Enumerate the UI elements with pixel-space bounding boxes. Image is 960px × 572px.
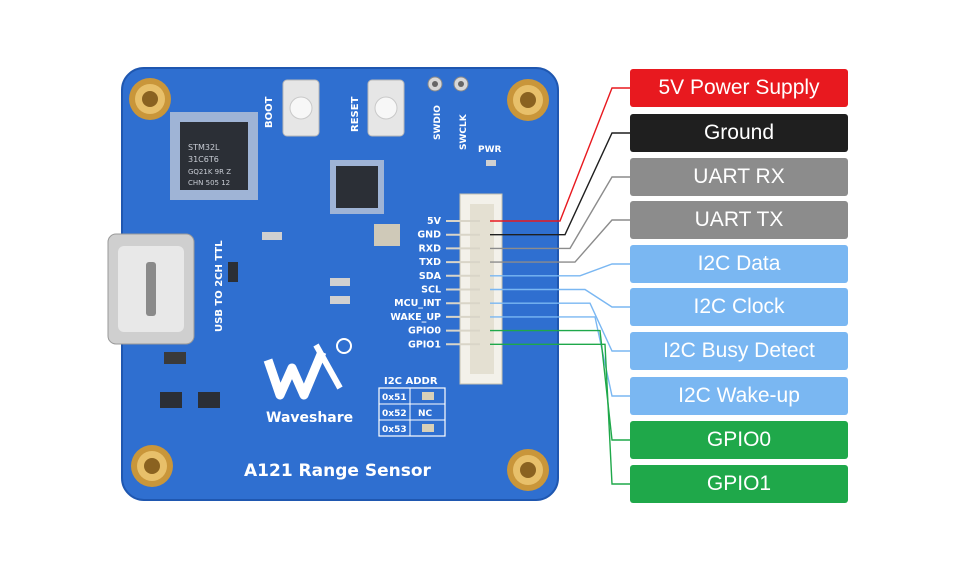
mounting-holes: [129, 78, 549, 491]
smd-components: [160, 232, 350, 408]
connector-pin-labels: 5V GND RXD TXD SDA SCL MCU_INT WAKE_UP GPIO0GPIO…: [390, 216, 480, 350]
connector-pin-label: MCU_INT: [394, 298, 441, 309]
board-title: A121 Range Sensor: [244, 461, 432, 481]
pinout-label: I2C Clock: [630, 288, 848, 326]
connector-pin-label: RXD: [418, 243, 441, 254]
usb-label: USB TO 2CH TTL: [214, 240, 225, 332]
connection-lines: [490, 87, 630, 485]
reset-label: RESET: [350, 96, 361, 132]
pinout-label: UART RX: [630, 158, 848, 196]
mcu-chip: STM32L 31C6T6 GQ21K 9R Z CHN 505 12: [170, 112, 258, 200]
mounting-hole-icon: [507, 79, 549, 121]
pinout-label: UART TX: [630, 201, 848, 239]
pinout-label: 5V Power Supply: [630, 69, 848, 107]
connection-line: [490, 176, 630, 250]
swclk-label: SWCLK: [459, 113, 469, 150]
pwr-led: [486, 160, 496, 166]
connector-pin-label: SCL: [421, 285, 441, 296]
connection-line: [490, 132, 630, 236]
i2c-addr-value: 0x52: [382, 409, 407, 419]
connector-pin-label: GND: [417, 230, 441, 241]
mounting-hole-icon: [129, 78, 171, 120]
mcu-marking-line: GQ21K 9R Z: [188, 168, 231, 176]
boot-label: BOOT: [264, 96, 275, 128]
pinout-label: GPIO1: [630, 465, 848, 503]
connection-line: [490, 329, 630, 441]
pinout-label: I2C Busy Detect: [630, 332, 848, 370]
pinout-label: Ground: [630, 114, 848, 152]
waveshare-logo-icon: [263, 338, 352, 400]
mounting-hole-icon: [507, 449, 549, 491]
pinout-label: I2C Wake-up: [630, 377, 848, 415]
connection-line: [490, 87, 630, 222]
reset-button[interactable]: [367, 79, 405, 137]
connector-pin-label: 5V: [427, 216, 442, 227]
connector-pin-label: GPIO1: [408, 339, 441, 350]
connection-line: [490, 343, 630, 485]
i2c-addr-title: I2C ADDR: [384, 376, 438, 387]
i2c-addr-nc: NC: [418, 409, 433, 419]
brand-name: Waveshare: [266, 410, 353, 426]
crystal: [374, 224, 400, 246]
mcu-marking-line: 31C6T6: [188, 155, 219, 164]
connector-pin-label: GPIO0: [408, 326, 441, 337]
pinout-label: I2C Data: [630, 245, 848, 283]
usb-c-port[interactable]: [107, 233, 195, 345]
connector-pin-label: SDA: [419, 271, 442, 282]
solder-pad: [422, 424, 434, 432]
solder-pad: [422, 392, 434, 400]
connection-line: [490, 302, 630, 352]
i2c-addr-table: I2C ADDR 0x51 0x52 0x53 NC: [378, 376, 446, 437]
mcu-marking-line: CHN 505 12: [188, 179, 230, 187]
swdio-label: SWDIO: [433, 105, 443, 140]
connector-pin-label: TXD: [419, 257, 441, 268]
mounting-hole-icon: [131, 445, 173, 487]
connection-line: [490, 288, 630, 308]
pwr-label: PWR: [478, 145, 502, 155]
connector-pin-label: WAKE_UP: [390, 312, 441, 323]
mcu-marking-line: STM32L: [188, 143, 220, 152]
connection-line: [490, 219, 630, 263]
radar-chip: [330, 160, 384, 214]
pinout-label: GPIO0: [630, 421, 848, 459]
boot-button[interactable]: [282, 79, 320, 137]
i2c-addr-value: 0x51: [382, 393, 407, 403]
connection-line: [490, 263, 630, 277]
swd-pads: [427, 76, 469, 92]
i2c-addr-value: 0x53: [382, 425, 407, 435]
